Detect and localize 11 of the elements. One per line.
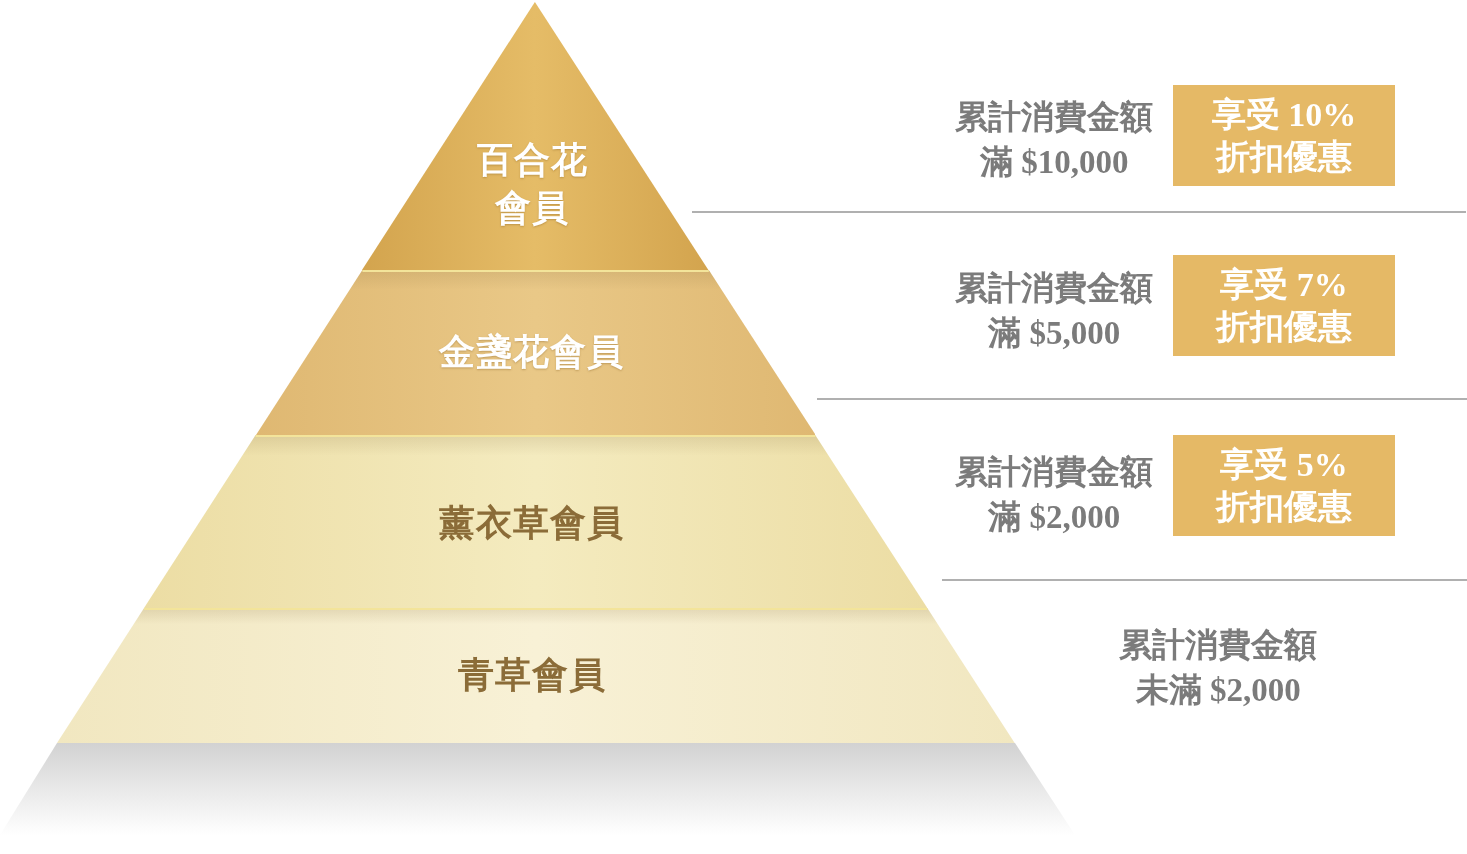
spending-threshold: 累計消費金額滿 $5,000 xyxy=(954,269,1155,353)
spending-threshold: 累計消費金額滿 $10,000 xyxy=(954,98,1155,182)
discount-badge: 享受 10%折扣優惠 xyxy=(1173,85,1395,186)
discount-badge: 享受 5%折扣優惠 xyxy=(1173,435,1395,536)
discount-badge: 享受 7%折扣優惠 xyxy=(1173,255,1395,356)
tier-name: 青草會員 xyxy=(457,654,607,697)
spending-threshold: 累計消費金額未滿 $2,000 xyxy=(1118,626,1319,710)
tier-name: 薰衣草會員 xyxy=(438,502,626,545)
tier-name: 百合花會員 xyxy=(475,139,589,230)
spending-threshold: 累計消費金額滿 $2,000 xyxy=(954,453,1155,537)
tier-name: 金盞花會員 xyxy=(437,331,626,374)
